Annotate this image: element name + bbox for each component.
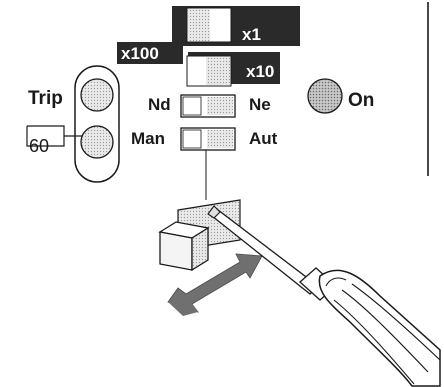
trip-label: Trip bbox=[28, 88, 63, 109]
slide-switch-detail bbox=[158, 199, 241, 272]
trip-led-lower-icon bbox=[80, 125, 114, 159]
ne-label: Ne bbox=[249, 95, 271, 114]
on-label: On bbox=[348, 90, 374, 111]
man-label: Man bbox=[131, 129, 165, 148]
switch-x1-lever[interactable] bbox=[188, 9, 210, 41]
x100-label: x100 bbox=[121, 44, 159, 63]
nd-ne-lever[interactable] bbox=[207, 97, 233, 115]
delay-box bbox=[26, 125, 65, 147]
on-led-icon bbox=[307, 78, 343, 114]
delay-value: 60 bbox=[29, 136, 49, 156]
x100-tag bbox=[117, 42, 183, 64]
x10-label: x10 bbox=[246, 62, 274, 81]
trip-led-upper-icon bbox=[80, 78, 114, 112]
multiplier-switch-block: x1 x10 x100 bbox=[117, 6, 300, 87]
aut-label: Aut bbox=[249, 129, 278, 148]
man-aut-lever[interactable] bbox=[207, 130, 233, 148]
switch-x10-lever[interactable] bbox=[206, 57, 230, 85]
nd-label: Nd bbox=[148, 95, 171, 114]
x1-label: x1 bbox=[242, 25, 261, 44]
screwdriver-icon bbox=[207, 205, 441, 387]
